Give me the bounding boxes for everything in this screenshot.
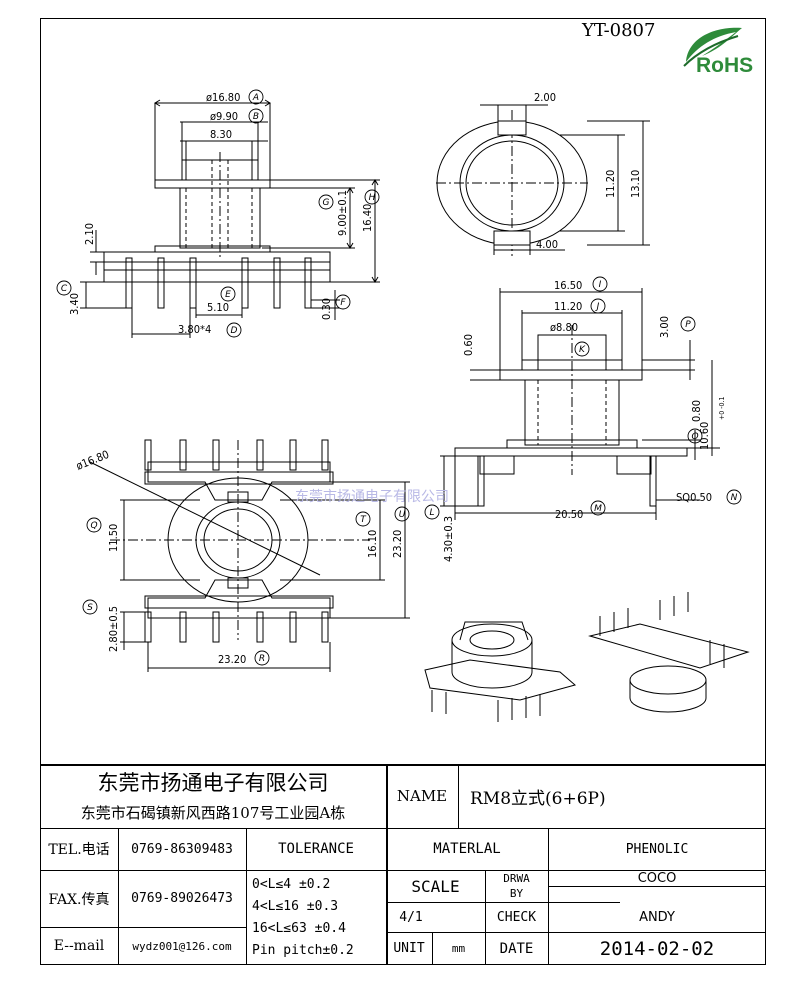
svg-text:J: J [595, 302, 600, 312]
svg-text:K: K [579, 345, 586, 355]
title-block: 东莞市扬通电子有限公司 东莞市石碣镇新风西路107号工业园A栋 NAME RM8… [40, 764, 766, 965]
svg-text:O: O [691, 432, 698, 442]
svg-text:A: A [252, 93, 259, 103]
dim-i: 16.50 [554, 279, 582, 292]
svg-text:P: P [685, 320, 691, 330]
tol-line-4: Pin pitch±0.2 [252, 942, 354, 958]
dim-080: 0.80 [690, 400, 703, 422]
top-view [436, 104, 650, 256]
dim-f: 0.30 [320, 298, 333, 320]
front-view [80, 99, 380, 338]
svg-text:U: U [399, 510, 406, 520]
dim-k: ø8.80 [550, 321, 578, 334]
isometric-views [424, 592, 750, 722]
email-label: E--mail [53, 938, 105, 954]
name-value: RM8立式(6+6P) [470, 788, 606, 809]
drawing-frame [40, 18, 766, 965]
svg-text:S: S [87, 603, 93, 613]
dim-s: 2.80±0.5 [107, 606, 120, 652]
dim-g: 9.00±0.1 [336, 190, 349, 236]
fax-value: 0769-89026473 [131, 891, 233, 906]
company-address: 东莞市石碣镇新风西路107号工业园A栋 [80, 803, 346, 822]
dim-n: SQ0.50 [676, 491, 712, 504]
svg-text:G: G [323, 198, 330, 208]
part-code: YT-0807 [582, 20, 656, 41]
svg-text:B: B [253, 112, 259, 122]
drwa-label-1: DRWA [503, 871, 530, 885]
dim-b: ø9.90 [210, 110, 238, 123]
side-view [440, 288, 720, 520]
svg-text:Q: Q [90, 521, 97, 531]
rohs-logo: RoHS [678, 22, 764, 78]
fax-label: FAX.传真 [48, 891, 110, 908]
svg-text:E: E [225, 290, 231, 300]
date-label: DATE [499, 940, 534, 957]
tel-label: TEL.电话 [48, 842, 110, 858]
unit-value: mm [451, 942, 466, 955]
dim-1310: 13.10 [629, 170, 642, 198]
tol-line-2: 4<L≤16 ±0.3 [252, 898, 339, 914]
dim-j: 11.20 [554, 300, 582, 313]
dim-o: 10.60 [698, 422, 711, 450]
check-label: CHECK [496, 909, 537, 925]
svg-text:H: H [369, 193, 376, 203]
svg-text:T: T [360, 515, 367, 525]
svg-text:D: D [231, 326, 238, 336]
name-label: NAME [396, 787, 448, 805]
dim-h: 16.40 [361, 204, 374, 232]
company-name: 东莞市扬通电子有限公司 [97, 771, 329, 795]
dim-e: 5.10 [207, 301, 229, 314]
dim-830: 8.30 [210, 128, 232, 141]
dim-400: 4.00 [536, 238, 558, 251]
dim-t: 16.10 [366, 530, 379, 558]
dim-top-200: 2.00 [534, 91, 556, 104]
check-value: ANDY [639, 909, 675, 925]
material-value: PHENOLIC [625, 841, 689, 857]
dim-210: 2.10 [83, 223, 96, 245]
email-value: wydz001@126.com [132, 939, 232, 953]
date-value: 2014-02-02 [599, 937, 715, 960]
dim-r: 23.20 [218, 653, 246, 666]
svg-text:L: L [429, 508, 434, 518]
dim-dia-1680: ø16.80 [74, 448, 111, 473]
dim-o-tol: +0 -0.1 [718, 396, 726, 420]
scale-label: SCALE [411, 876, 460, 896]
bottom-view [89, 439, 410, 672]
dim-a: ø16.80 [206, 91, 240, 104]
dim-q: 11.50 [107, 524, 120, 552]
dim-060: 0.60 [462, 334, 475, 356]
rohs-text: RoHS [696, 54, 754, 77]
dim-u: 23.20 [391, 530, 404, 558]
dim-d: 3.80*4 [178, 323, 211, 336]
drwa-label-2: BY [509, 886, 524, 900]
leaf-icon [683, 27, 742, 67]
svg-text:N: N [731, 493, 738, 503]
drwa-value: COCO [637, 870, 677, 886]
tolerance-label: TOLERANCE [278, 841, 354, 857]
dim-c: 3.40 [68, 293, 81, 315]
svg-text:F: F [340, 298, 346, 308]
material-label: MATERLAL [433, 841, 501, 857]
svg-text:C: C [61, 284, 68, 294]
tol-line-3: 16<L≤63 ±0.4 [252, 920, 346, 936]
dim-m: 20.50 [555, 508, 583, 521]
unit-label: UNIT [393, 941, 425, 956]
dim-l: 4.30±0.3 [442, 516, 455, 562]
dim-1120-v: 11.20 [604, 170, 617, 198]
svg-text:R: R [259, 654, 265, 664]
svg-text:M: M [594, 504, 602, 514]
tel-value: 0769-86309483 [131, 841, 233, 857]
svg-text:I: I [599, 280, 602, 290]
scale-value: 4/1 [399, 909, 423, 925]
tol-line-1: 0<L≤4 ±0.2 [252, 876, 331, 892]
dim-p: 3.00 [658, 316, 671, 338]
watermark: 东莞市扬通电子有限公司 [295, 488, 449, 505]
